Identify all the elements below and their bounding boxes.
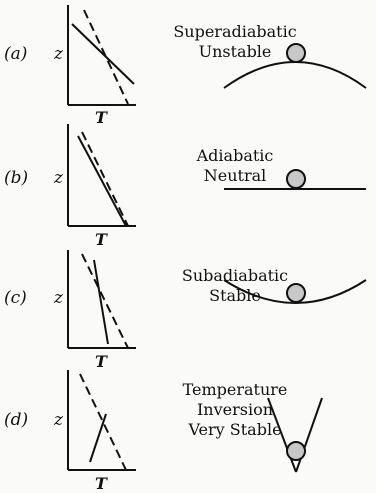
description-line: Stable — [209, 286, 261, 305]
panel-letter: (b) — [4, 168, 29, 188]
adiabatic-lapse-line — [83, 9, 129, 105]
v-wall-right — [295, 397, 323, 473]
t-axis-label: T — [95, 474, 107, 493]
ball-icon — [286, 43, 306, 63]
z-axis-label: z — [54, 288, 63, 308]
environmental-lapse-line — [71, 23, 135, 85]
adiabatic-lapse-line — [81, 131, 129, 227]
panel-letter: (c) — [4, 288, 27, 308]
description-line: Inversion — [196, 400, 274, 419]
z-axis-label: z — [54, 168, 63, 188]
description-line: Temperature — [182, 380, 288, 399]
description-line: Neutral — [203, 166, 267, 185]
ball-on-hill-figure — [223, 43, 367, 89]
environmental-lapse-line — [93, 259, 109, 345]
adiabatic-lapse-line — [81, 253, 129, 349]
environmental-lapse-line — [89, 413, 107, 463]
panel-c: (c) z T Subadiabatic Stable — [0, 244, 376, 371]
lapse-rate-graph — [67, 124, 136, 227]
ball-in-valley-figure — [223, 279, 367, 304]
z-axis-label: z — [54, 410, 63, 430]
v-wall-left — [267, 397, 297, 473]
ball-icon — [286, 169, 306, 189]
panel-a: (a) z T Superadiabatic Unstable — [0, 0, 376, 127]
ball-on-flat-figure — [224, 169, 366, 190]
adiabatic-lapse-line — [79, 373, 127, 471]
stability-description: Subadiabatic Stable — [150, 266, 320, 306]
t-axis-label: T — [95, 352, 107, 371]
panel-d: (d) z T Temperature Inversion Very Stabl… — [0, 366, 376, 493]
ball-in-v-figure — [267, 397, 323, 473]
lapse-rate-graph — [67, 250, 136, 349]
ball-icon — [286, 283, 306, 303]
t-axis-label: T — [95, 230, 107, 249]
description-line: Unstable — [198, 42, 272, 61]
description-line: Adiabatic — [196, 146, 274, 165]
description-line: Subadiabatic — [181, 266, 289, 285]
environmental-lapse-line — [77, 135, 127, 227]
lapse-rate-graph — [67, 5, 136, 106]
panel-b: (b) z T Adiabatic Neutral — [0, 118, 376, 249]
stability-description: Superadiabatic Unstable — [150, 22, 320, 62]
stability-description: Temperature Inversion Very Stable — [150, 380, 320, 440]
description-line: Very Stable — [188, 420, 282, 439]
hilltop-surface — [223, 61, 367, 89]
description-line: Superadiabatic — [173, 22, 297, 41]
stability-description: Adiabatic Neutral — [150, 146, 320, 186]
panel-letter: (d) — [4, 410, 29, 430]
lapse-rate-graph — [67, 370, 136, 471]
t-axis-label: T — [95, 108, 107, 127]
z-axis-label: z — [54, 44, 63, 64]
ball-icon — [286, 441, 306, 461]
panel-letter: (a) — [4, 44, 28, 64]
